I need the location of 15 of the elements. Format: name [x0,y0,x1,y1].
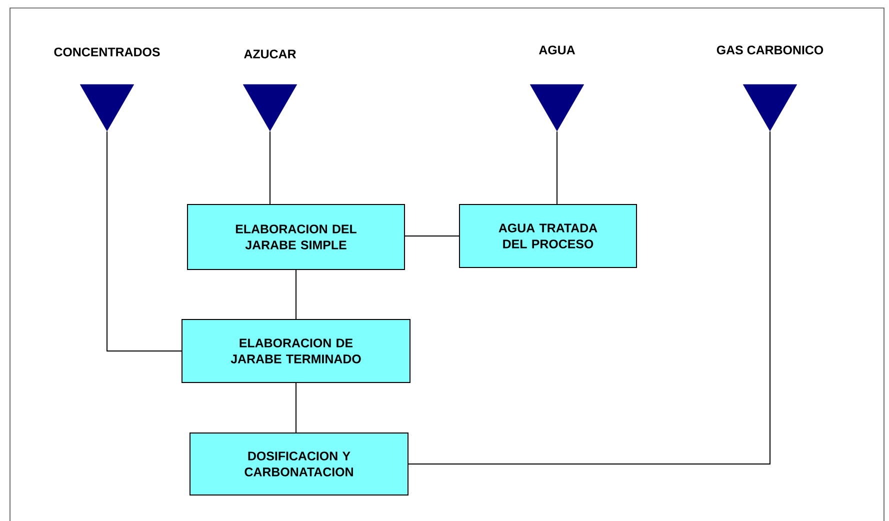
process-box: DOSIFICACION Y CARBONATACION [190,432,408,496]
connector-line [408,130,770,464]
node-label: GAS CARBONICO [716,46,824,54]
node-label: AGUA [538,46,576,54]
input-triangle: AZUCAR [242,50,298,132]
process-box: ELABORACION DEL JARABE SIMPLE [187,204,405,270]
input-triangle: CONCENTRADOS [54,48,160,132]
process-box: AGUA TRATADA DEL PROCESO [459,204,637,268]
connector-line [556,130,558,204]
node-label: CONCENTRADOS [54,48,160,56]
input-triangle: AGUA [530,46,584,132]
node-label: AZUCAR [244,50,296,58]
process-box: ELABORACION DE JARABE TERMINADO [182,319,410,383]
input-triangle: GAS CARBONICO [716,46,824,132]
connector-line [106,130,182,352]
